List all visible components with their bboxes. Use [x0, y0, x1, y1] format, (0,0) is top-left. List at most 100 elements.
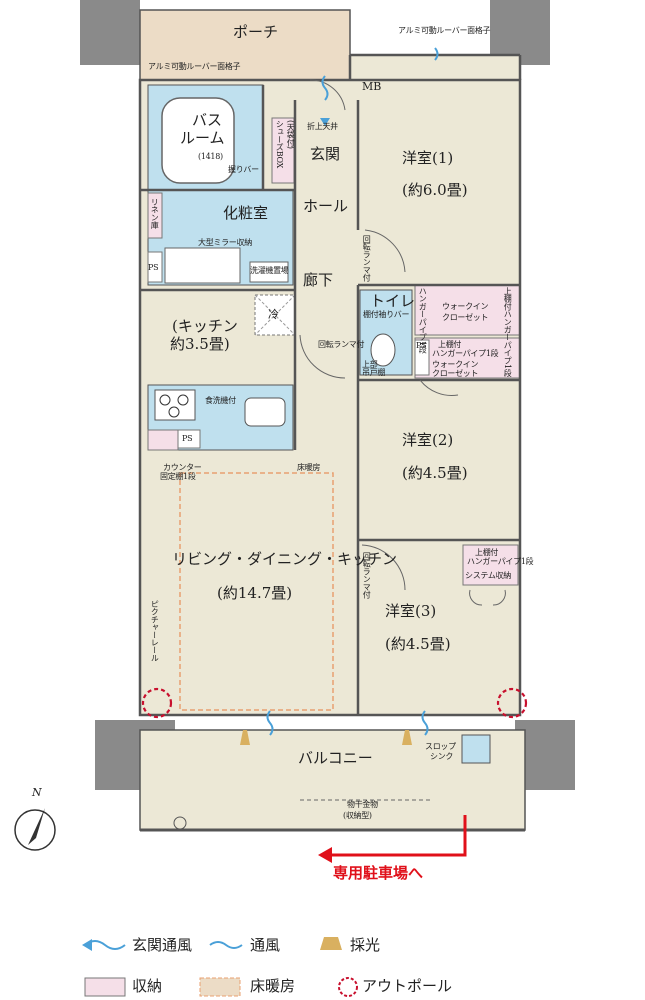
ps-box-left	[147, 251, 163, 283]
porch-label: ポーチ	[233, 23, 279, 41]
louver-left-label: アルミ可動ルーバー面格子	[148, 62, 241, 71]
wind-arrows	[266, 47, 439, 736]
wic2-label-1: ウォークイン	[432, 360, 479, 369]
legend-heating-swatch	[199, 977, 241, 997]
washer-label: 洗濯機置場	[250, 266, 289, 275]
slop-sink-label-1: スロップ	[425, 742, 456, 751]
wic1-area	[414, 284, 521, 336]
light-wedge	[240, 730, 250, 745]
balcony-area	[139, 729, 526, 831]
room3-label: 洋室(3)	[385, 602, 437, 620]
balcony-label: バルコニー	[298, 749, 373, 767]
vanity	[164, 247, 241, 284]
ps-label-kitchen: PS	[182, 434, 193, 443]
transom-room1: 回転ランマ付	[362, 235, 372, 282]
toilet-bowl	[370, 333, 396, 367]
fridge-cross	[254, 294, 296, 336]
wic1-side-right: 上棚付ハンガーパイプ1段	[503, 287, 513, 377]
compass-label: N	[32, 786, 42, 799]
washer-pan	[249, 261, 289, 283]
picture-rail-label: ピクチャーレール	[150, 600, 160, 662]
counter-label-1: カウンター	[163, 463, 202, 472]
wic1-label-2: クローゼット	[442, 313, 489, 322]
ps-label-1: PS	[148, 263, 159, 272]
walls	[138, 53, 522, 717]
compass-ring	[14, 809, 56, 851]
entrance-wind-arrow	[320, 118, 330, 126]
wic2-note-1: 上棚付	[438, 340, 462, 349]
legend-light: 採光	[350, 936, 381, 954]
parking-arrow-head	[318, 847, 332, 863]
wic1-label-1: ウォークイン	[442, 302, 489, 311]
porch-area	[139, 9, 351, 81]
clothes-pole-label-1: 物干金物	[347, 800, 378, 809]
legend-storage: 収納	[132, 977, 163, 995]
fridge-cross	[254, 294, 296, 336]
toilet-label: トイレ	[370, 292, 416, 310]
toilet-shelf-2: 吊戸棚	[362, 368, 386, 377]
dishwasher-label: 食洗機付	[205, 396, 236, 405]
ldk-size: (約14.7畳)	[217, 584, 293, 602]
shoes-box-label: シューズBOX	[275, 120, 285, 169]
burner	[159, 394, 171, 406]
parking-arrow-line	[330, 815, 467, 857]
towel-bar-label: 棚付袖りバー	[363, 310, 410, 319]
sys-storage-label: システム収納	[465, 571, 511, 580]
washroom-label: 化粧室	[223, 204, 269, 222]
room1-size: (約6.0畳)	[402, 181, 468, 199]
shoes-box-sub: (天袋付)	[286, 120, 296, 149]
floor-heating-label: 床暖房	[297, 463, 321, 472]
room3-size: (約4.5畳)	[385, 635, 451, 653]
legend-outpole-icon	[338, 977, 358, 997]
bathtub	[161, 97, 235, 184]
legend-outpole: アウトポール	[362, 977, 453, 995]
ldk-label: リビング・ダイニング・キッチン	[172, 550, 398, 568]
drain	[173, 816, 187, 830]
linen-storage	[147, 192, 163, 239]
legend-light-icon	[320, 937, 342, 950]
burner	[168, 406, 180, 418]
clothes-pole-label-2: (収納型)	[343, 811, 372, 820]
outpole-right	[496, 687, 528, 719]
toilet-shelf-1: 上部	[362, 360, 378, 369]
bathroom-label-1: バス	[192, 111, 223, 129]
counter-label-2: 固定棚1段	[160, 472, 196, 481]
mirror-label: 大型ミラー収納	[198, 238, 252, 247]
room1-label: 洋室(1)	[402, 149, 454, 167]
system-storage-area	[462, 544, 519, 586]
wic2-label-2: クローゼット	[432, 369, 479, 378]
slop-sink-box	[461, 734, 491, 764]
wic1-side-left: ハンガーパイプ1段	[418, 287, 428, 354]
legend-entrance-wind-arrowhead	[82, 939, 92, 951]
grab-bar-label: 握りバー	[228, 165, 259, 174]
sys-note-1: 上棚付	[475, 548, 499, 557]
legend-wind-icon	[209, 941, 243, 949]
ps-label-right: PS	[416, 341, 427, 350]
wic2-note-2: ハンガーパイプ1段	[432, 349, 499, 358]
legend-entrance-wind: 玄関通風	[132, 936, 193, 954]
legend-storage-swatch	[84, 977, 126, 997]
transom-toilet: 回転ランマ付	[318, 340, 365, 349]
louver-top-label: アルミ可動ルーバー面格子	[398, 26, 491, 35]
fridge-label: 冷	[268, 308, 279, 321]
kitchen-label-2: 約3.5畳)	[170, 335, 230, 353]
floor-heating-zone	[179, 472, 334, 711]
bathroom-label-2: ルーム	[180, 129, 225, 147]
room2-size: (約4.5畳)	[402, 464, 468, 482]
stove	[154, 389, 196, 421]
drop-ceiling-label: 折上天井	[307, 122, 338, 131]
sink	[244, 397, 286, 427]
counter-pink	[147, 429, 179, 451]
bathroom-size: (1418)	[198, 152, 223, 161]
outpole-left	[141, 687, 173, 719]
sys-note-2: ハンガーパイプ1段	[467, 557, 534, 566]
compass-needle	[28, 808, 45, 845]
kitchen-label-1: (キッチン	[172, 317, 238, 335]
corridor-label: 廊下	[303, 271, 334, 289]
light-wedge	[402, 730, 412, 745]
ps-box-right	[414, 339, 430, 376]
parking-label: 専用駐車場へ	[333, 864, 424, 882]
room2-label: 洋室(2)	[402, 431, 454, 449]
legend-wind: 通風	[250, 936, 281, 954]
linen-label: リネン庫	[150, 198, 160, 229]
